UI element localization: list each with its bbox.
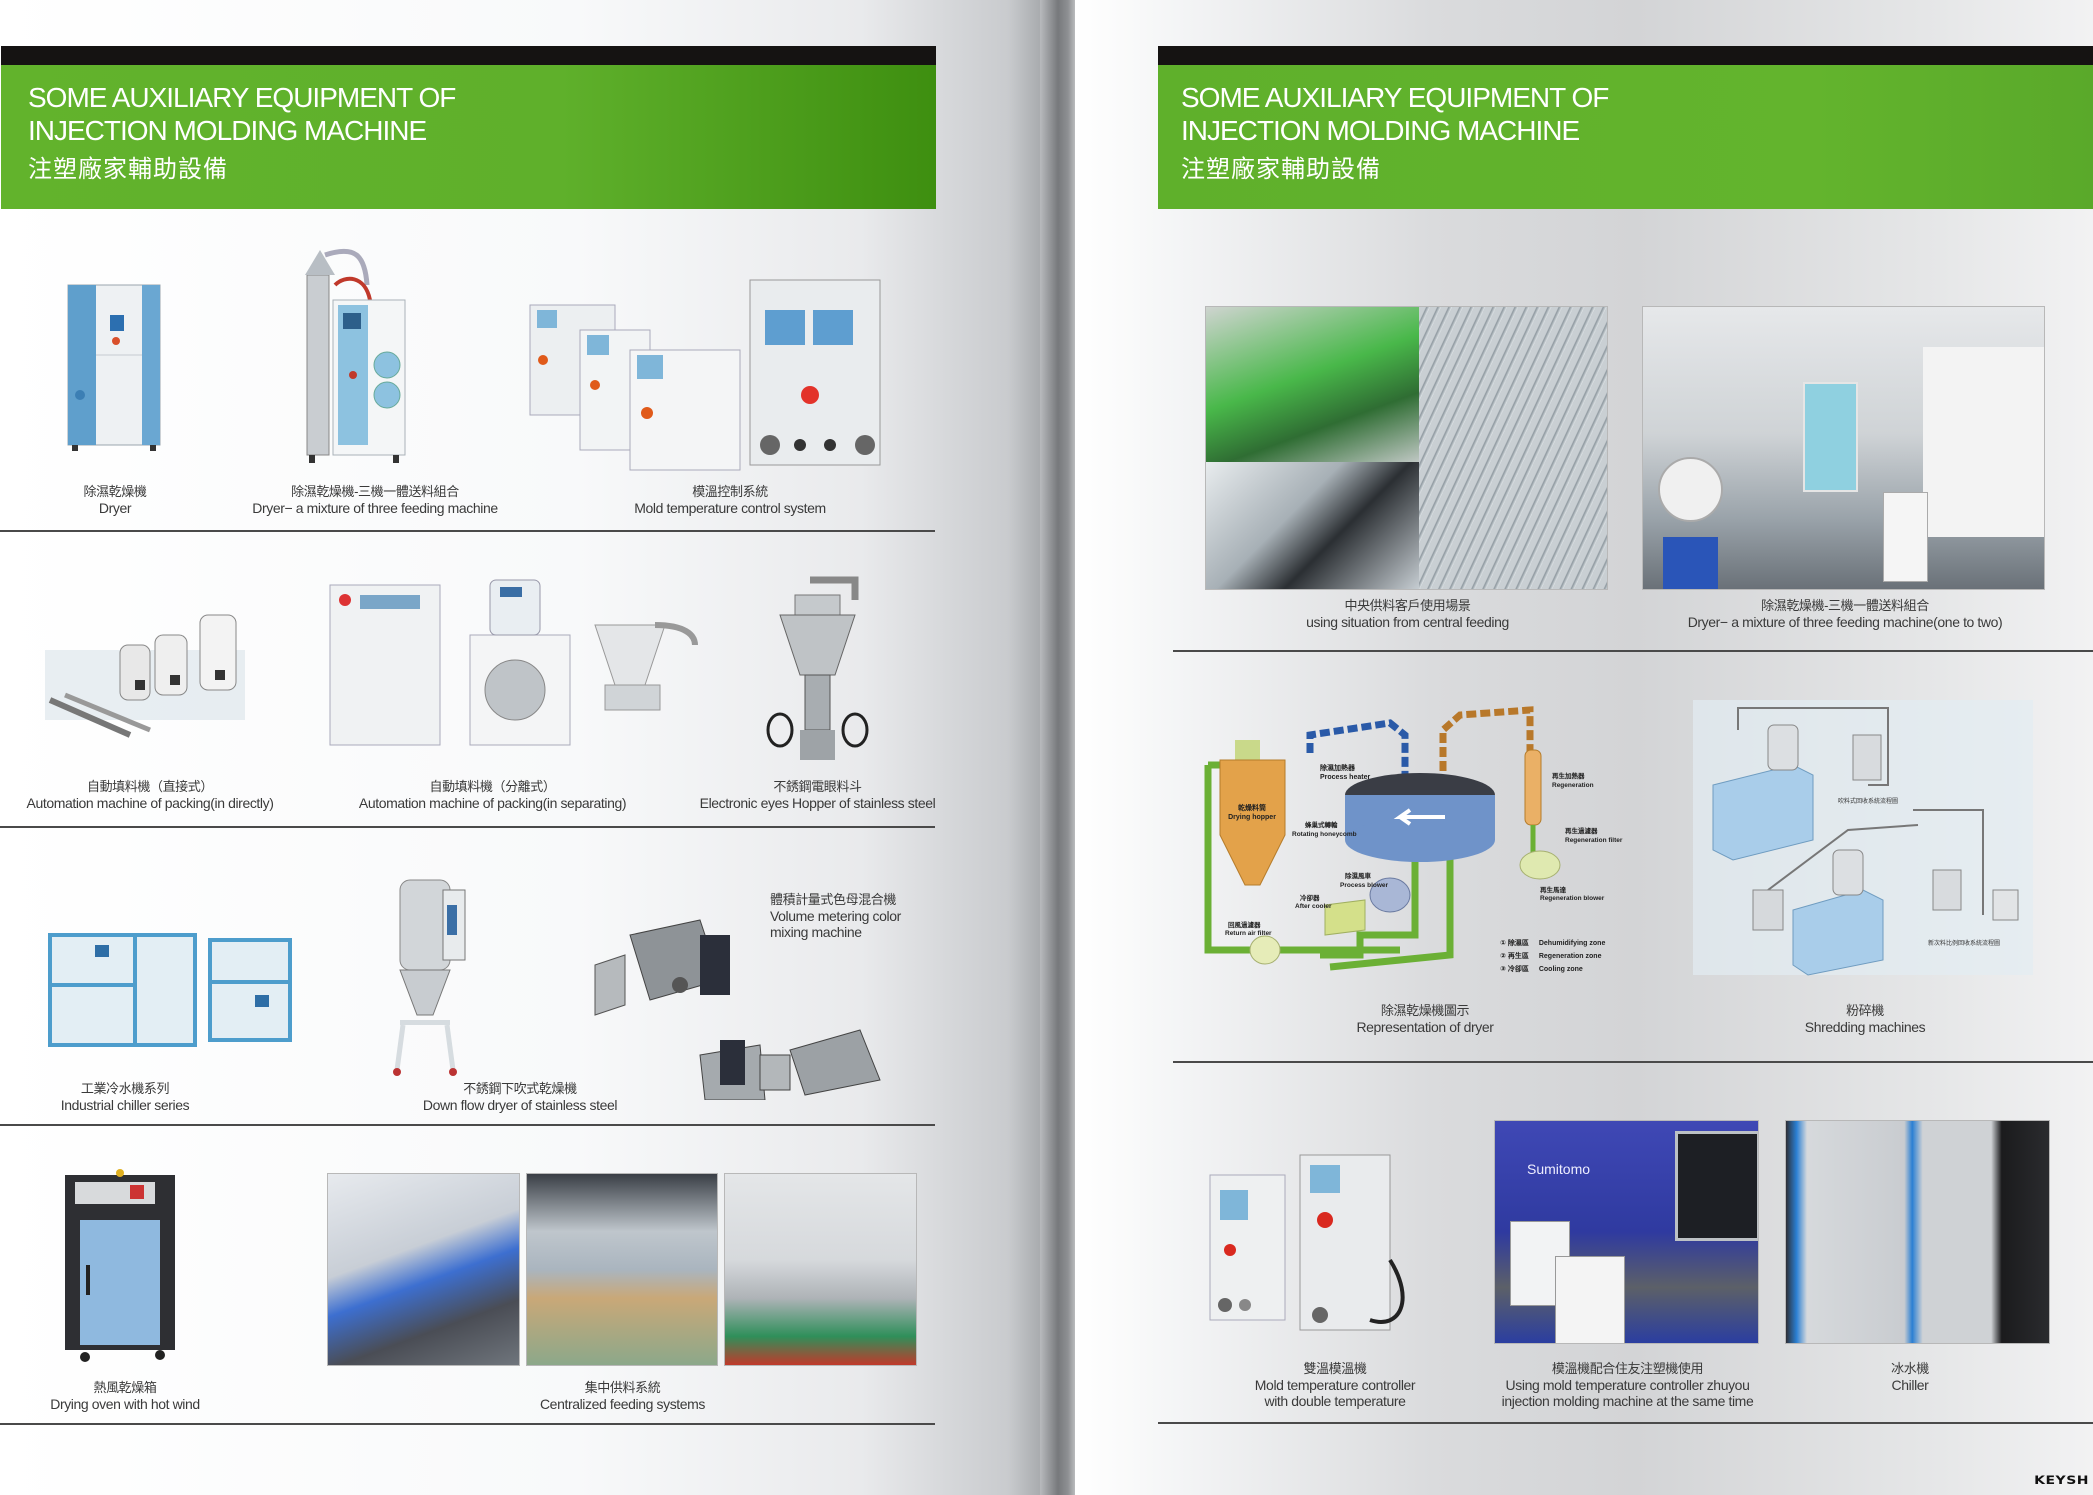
dryer-three-in-one-image [305, 248, 406, 463]
sumitomo-logo-text: Sumitomo [1527, 1161, 1591, 1177]
caption-dryer-three-in-one: 除濕乾燥機-三機一體送料組合 Dryer− a mixture of three… [252, 484, 498, 516]
chiller-photo [1785, 1120, 2050, 1344]
caption-stainless-hopper: 不銹鋼電眼料斗 Electronic eyes Hopper of stainl… [699, 779, 936, 811]
label-return-air-filter: Return air filter [1225, 930, 1272, 937]
label-drying-hopper-zh: 乾燥料筒 [1238, 803, 1266, 812]
central-feeding-photo-2 [526, 1173, 718, 1366]
right-page: SOME AUXILIARY EQUIPMENT OF INJECTION MO… [1075, 0, 2093, 1495]
row-divider [0, 826, 935, 828]
label-regeneration-blower-zh: 再生馬達 [1540, 885, 1567, 894]
volume-color-mixer-image [594, 919, 881, 1100]
row-divider [0, 530, 935, 532]
svg-text:② 再生區 Regeneration zone: ② 再生區 Regeneration zone [1500, 951, 1602, 960]
label-shredder-bottom: 新次料比例回收系統流程圖 [1928, 939, 2000, 947]
industrial-chiller-image [48, 933, 292, 1047]
label-process-heater-zh: 除濕加熱器 [1320, 763, 1356, 772]
row-divider [0, 1423, 935, 1425]
down-flow-dryer-image [393, 879, 466, 1076]
label-regeneration-filter: Regeneration filter [1565, 837, 1623, 844]
header-black-band [1, 46, 936, 65]
page-subtitle: 注塑廠家輔助設備 [1181, 156, 1381, 183]
header-black-band [1158, 46, 2093, 65]
caption-chiller: 冰水機 Chiller [1891, 1361, 1929, 1393]
title-line-1: SOME AUXILIARY EQUIPMENT OF [28, 82, 456, 113]
caption-shredding-machines: 粉碎機 Shredding machines [1804, 1003, 1926, 1035]
label-return-air-filter-zh: 回風過濾器 [1228, 920, 1261, 929]
central-feeding-usage-photo [1205, 306, 1608, 590]
auto-loader-direct-image [45, 614, 245, 738]
row-divider [0, 1124, 935, 1126]
right-header: SOME AUXILIARY EQUIPMENT OF INJECTION MO… [1158, 46, 2093, 209]
caption-mold-temp-system: 模溫控制系統 Mold temperature control system [634, 484, 826, 516]
dryer-image [67, 284, 161, 451]
svg-text:① 除濕區 Dehumidifying zone: ① 除濕區 Dehumidifying zone [1500, 938, 1605, 947]
double-temp-controller-image [1209, 1154, 1405, 1331]
label-drying-hopper: Drying hopper [1228, 814, 1276, 821]
label-process-blower-zh: 除濕風車 [1345, 871, 1372, 880]
label-after-cooler-zh: 冷卻器 [1300, 893, 1320, 902]
label-process-heater: Process heater [1320, 774, 1370, 781]
label-regeneration-blower: Regeneration blower [1540, 895, 1605, 902]
title-line-2: INJECTION MOLDING MACHINE [28, 115, 427, 146]
row-divider [1158, 1422, 2093, 1424]
caption-volume-color-mixer: 體積計量式色母混合機 Volume metering color mixing … [770, 892, 901, 940]
left-header: SOME AUXILIARY EQUIPMENT OF INJECTION MO… [1, 46, 936, 209]
dryer-representation-diagram: 乾燥料筒 Drying hopper 除濕加熱器 Process heater … [1204, 706, 1623, 973]
caption-dryer: 除濕乾燥機 Dryer [83, 484, 147, 516]
row-divider [1173, 1061, 2093, 1063]
header-green-band: SOME AUXILIARY EQUIPMENT OF INJECTION MO… [1158, 65, 2093, 209]
central-feeding-photo-3 [724, 1173, 917, 1366]
label-regeneration-heater-zh: 再生加熱器 [1552, 771, 1585, 780]
caption-auto-loader-separating: 自動填料機（分離式） Automation machine of packing… [358, 779, 627, 811]
caption-auto-loader-direct: 自動填料機（直接式） Automation machine of packing… [26, 779, 274, 811]
left-page: SOME AUXILIARY EQUIPMENT OF INJECTION MO… [0, 0, 1050, 1495]
caption-dryer-representation: 除濕乾燥機圖示 Representation of dryer [1356, 1003, 1494, 1035]
label-rotating-honeycomb-zh: 蜂巢式轉輪 [1305, 820, 1338, 829]
shredding-machines-diagram: 吹料式回收系統流程圖 新次料比例回收系統流程圖 [1693, 700, 2033, 976]
caption-industrial-chiller: 工業冷水機系列 Industrial chiller series [60, 1081, 190, 1113]
mold-temperature-control-system-image [529, 279, 881, 471]
label-after-cooler: After cooler [1295, 903, 1332, 910]
page-title: SOME AUXILIARY EQUIPMENT OF INJECTION MO… [1181, 81, 1741, 147]
label-regeneration-heater: Regeneration [1552, 782, 1594, 789]
header-green-band: SOME AUXILIARY EQUIPMENT OF INJECTION MO… [1, 65, 936, 209]
hot-air-oven-image [65, 1169, 175, 1362]
caption-hot-air-oven: 熱風乾燥箱 Drying oven with hot wind [50, 1380, 200, 1412]
title-line-1: SOME AUXILIARY EQUIPMENT OF [1181, 82, 1609, 113]
stainless-hopper-image [766, 576, 869, 760]
caption-sumitomo-usage: 模溫機配合住友注塑機使用 Using mold temperature cont… [1501, 1361, 1754, 1409]
caption-central-feeding-usage: 中央供料客戶使用場景 using situation from central … [1306, 598, 1509, 630]
caption-centralized-feeding: 集中供料系統 Centralized feeding systems [539, 1380, 706, 1412]
sumitomo-usage-photo: Sumitomo [1494, 1120, 1759, 1344]
label-process-blower: Process blower [1340, 882, 1389, 889]
title-line-2: INJECTION MOLDING MACHINE [1181, 115, 1580, 146]
caption-down-flow-dryer: 不銹鋼下吹式乾燥機 Down flow dryer of stainless s… [422, 1081, 618, 1113]
book-gutter [1040, 0, 1080, 1495]
brand-logo: KEYSH [2034, 1474, 2089, 1488]
page-subtitle: 注塑廠家輔助設備 [28, 156, 228, 183]
central-feeding-photo-1 [327, 1173, 520, 1366]
dryer-three-in-one-usage-photo [1642, 306, 2045, 590]
caption-dryer-one-to-two: 除濕乾燥機-三機一體送料組合 Dryer− a mixture of three… [1687, 598, 2003, 630]
caption-double-temp-controller: 雙溫模溫機 Mold temperature controller with d… [1254, 1361, 1416, 1409]
diagram-legend: ① 除濕區 Dehumidifying zone ② 再生區 Regenerat… [1500, 938, 1605, 973]
auto-loader-separating-image [329, 579, 698, 746]
label-rotating-honeycomb: Rotating honeycomb [1292, 831, 1357, 838]
label-shredder-top: 吹料式回收系統流程圖 [1838, 797, 1898, 805]
svg-text:③ 冷卻區 Cooling zone: ③ 冷卻區 Cooling zone [1500, 964, 1583, 973]
page-title: SOME AUXILIARY EQUIPMENT OF INJECTION MO… [28, 81, 588, 147]
label-regeneration-filter-zh: 再生過濾器 [1565, 826, 1598, 835]
row-divider [1173, 650, 2093, 652]
